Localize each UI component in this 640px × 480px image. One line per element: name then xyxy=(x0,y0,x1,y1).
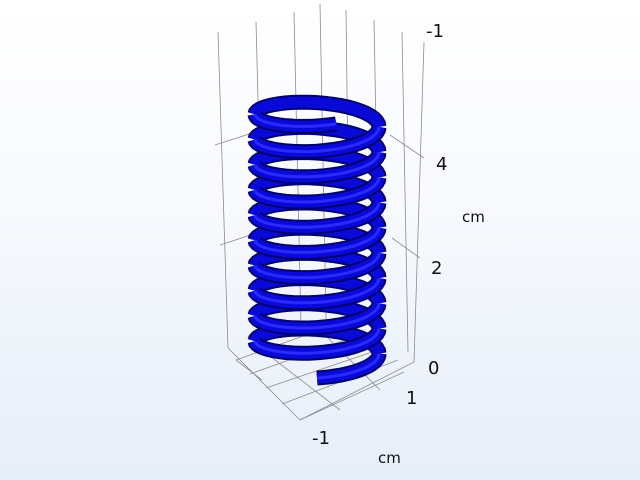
xy-tick-label: 1 xyxy=(406,388,417,409)
coil-front-highlight xyxy=(253,303,381,330)
coil-front-highlight xyxy=(253,202,381,229)
coil-front-highlight xyxy=(253,151,381,179)
z-tick-label: 4 xyxy=(436,154,447,175)
coil-front-highlight xyxy=(253,252,381,280)
z-tick-label: -1 xyxy=(426,21,444,42)
coil-front-highlight xyxy=(316,353,381,380)
coil-front-highlight xyxy=(253,227,381,254)
helical-coil-spring[interactable] xyxy=(247,94,387,386)
coil-front-highlight xyxy=(253,177,381,204)
z-tick-label: 0 xyxy=(428,358,439,379)
coil-front-highlight xyxy=(253,328,381,355)
coil-back-segment xyxy=(249,96,385,128)
coil-front-highlight xyxy=(253,126,381,154)
xy-tick-label: -1 xyxy=(312,428,330,449)
z-tick-label: 2 xyxy=(431,258,442,279)
coil-front-highlight xyxy=(253,114,337,128)
xy-axis-unit-label: cm xyxy=(378,449,401,467)
z-axis-unit-label: cm xyxy=(462,208,485,226)
coil-front-highlight xyxy=(253,277,381,305)
